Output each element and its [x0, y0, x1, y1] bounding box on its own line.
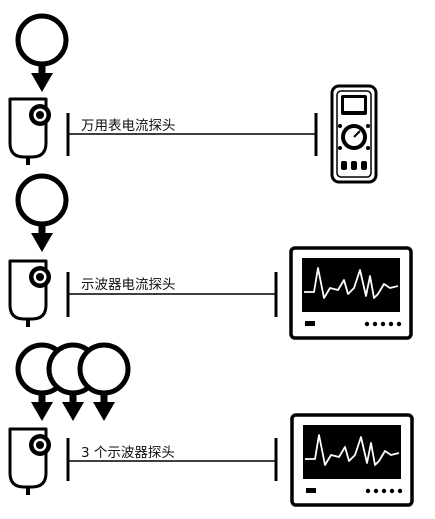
- probe-body-icon: [8, 97, 53, 167]
- current-clamp-icon: [18, 176, 66, 252]
- setup-row-multimeter: 万用表电流探头: [8, 16, 378, 184]
- oscilloscope-icon: [289, 246, 413, 340]
- current-clamp-icon: [80, 345, 128, 421]
- oscilloscope-icon: [290, 413, 414, 507]
- probe-label: 万用表电流探头: [81, 118, 176, 134]
- probe-body-icon: [8, 259, 53, 329]
- setup-row-three-probes: 3 个示波器探头: [8, 345, 414, 507]
- probe-label: 示波器电流探头: [81, 277, 176, 293]
- probe-label: 3 个示波器探头: [81, 445, 175, 461]
- multimeter-icon: [330, 84, 378, 184]
- current-clamp-icon: [18, 16, 66, 92]
- probe-body-icon: [8, 427, 53, 497]
- setup-row-oscilloscope: 示波器电流探头: [8, 176, 413, 340]
